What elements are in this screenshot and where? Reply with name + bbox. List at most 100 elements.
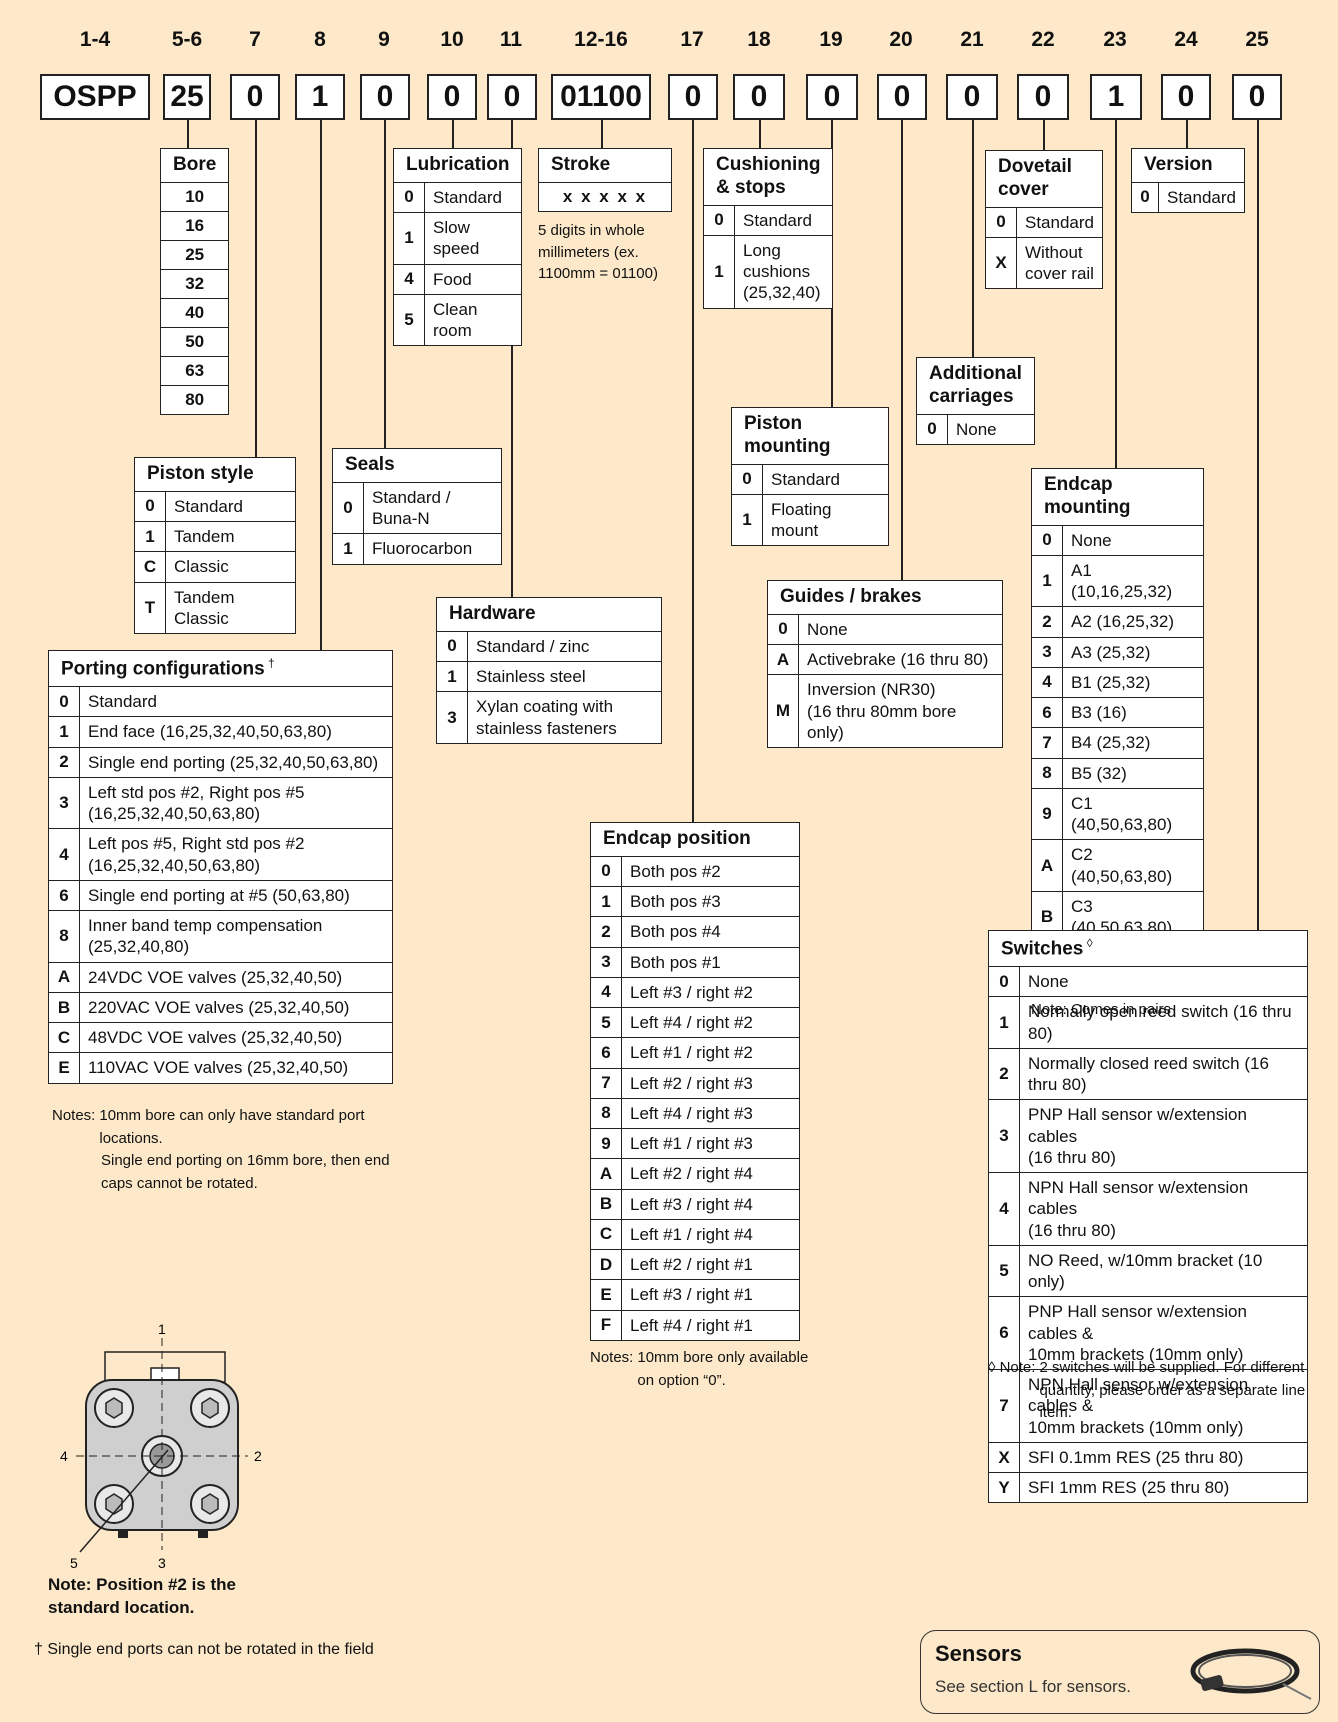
option-code: 6 bbox=[590, 1037, 622, 1069]
code-box: 0 bbox=[487, 74, 537, 120]
option-code: E bbox=[590, 1279, 622, 1311]
option-description: C1 (40,50,63,80) bbox=[1062, 787, 1204, 841]
option-code: 0 bbox=[916, 413, 948, 445]
option-code: 3 bbox=[1031, 636, 1063, 668]
option-description: 220VAC VOE valves (25,32,40,50) bbox=[79, 991, 393, 1024]
position-header: 5-6 bbox=[171, 28, 203, 51]
option-description: Left #3 / right #2 bbox=[621, 976, 800, 1009]
option-description: Fluorocarbon bbox=[363, 533, 502, 565]
option-description: Left #3 / right #1 bbox=[621, 1279, 800, 1311]
option-description: Stainless steel bbox=[467, 661, 662, 693]
option-code: 2 bbox=[48, 746, 80, 778]
option-code: 4 bbox=[393, 263, 425, 295]
sensor-cable-icon bbox=[1190, 1648, 1312, 1700]
option-code: 2 bbox=[988, 1047, 1020, 1101]
option-description: Left #4 / right #2 bbox=[621, 1007, 800, 1039]
option-description: None bbox=[947, 413, 1035, 445]
option-description: NPN Hall sensor w/extension cables(16 th… bbox=[1019, 1172, 1308, 1246]
code-box: 0 bbox=[1017, 74, 1069, 120]
option-code: 3 bbox=[48, 776, 80, 830]
option-description: Inversion (NR30)(16 thru 80mm bore only) bbox=[798, 674, 1003, 749]
bore-value: 50 bbox=[159, 326, 230, 357]
table-title: Cushioning& stops bbox=[702, 148, 834, 206]
footnote: † Single end ports can not be rotated in… bbox=[34, 1641, 374, 1658]
option-code: Y bbox=[988, 1472, 1020, 1504]
title-mark: † bbox=[264, 656, 275, 670]
option-code: M bbox=[767, 674, 799, 749]
label-3: 3 bbox=[158, 1555, 166, 1570]
position-header: 18 bbox=[747, 28, 771, 51]
position-header: 23 bbox=[1103, 28, 1127, 51]
option-code: 6 bbox=[988, 1296, 1020, 1371]
option-description: NO Reed, w/10mm bracket (10 only) bbox=[1019, 1244, 1308, 1298]
position-header: 24 bbox=[1174, 28, 1198, 51]
code-box: 0 bbox=[230, 74, 280, 120]
option-code: B bbox=[590, 1188, 622, 1220]
position-header: 21 bbox=[960, 28, 984, 51]
code-box: 0 bbox=[1161, 74, 1211, 120]
code-box: 01100 bbox=[551, 74, 651, 120]
code-box: 0 bbox=[427, 74, 477, 120]
table-title: Guides / brakes bbox=[767, 580, 1003, 615]
option-description: B3 (16) bbox=[1062, 697, 1204, 729]
option-code: 4 bbox=[988, 1172, 1020, 1246]
table-title: Hardware bbox=[436, 597, 662, 632]
option-description: Floating mount bbox=[762, 493, 889, 547]
position-header: 12-16 bbox=[574, 28, 628, 51]
option-description: Standard bbox=[79, 686, 393, 718]
option-description: A2 (16,25,32) bbox=[1062, 606, 1204, 638]
endcap-position-notes: Notes: 10mm bore only available on optio… bbox=[590, 1347, 810, 1392]
option-description: Left #4 / right #3 bbox=[621, 1097, 800, 1130]
switches-note-text: 2 switches will be supplied. For differe… bbox=[1039, 1359, 1306, 1421]
sensors-text: See section L for sensors. bbox=[935, 1677, 1131, 1696]
code-box: OSPP bbox=[40, 74, 150, 120]
option-code: 1 bbox=[134, 521, 166, 553]
stroke-block: Stroke x x x x x 5 digits in whole milli… bbox=[538, 148, 672, 285]
option-description: 24VDC VOE valves (25,32,40,50) bbox=[79, 961, 393, 993]
option-code: C bbox=[590, 1218, 622, 1251]
option-description: 48VDC VOE valves (25,32,40,50) bbox=[79, 1022, 393, 1054]
option-code: A bbox=[48, 961, 80, 993]
option-code: 0 bbox=[332, 481, 364, 535]
option-code: 0 bbox=[134, 490, 166, 523]
option-description: None bbox=[1019, 966, 1308, 998]
option-code: 1 bbox=[393, 212, 425, 265]
code-box: 0 bbox=[877, 74, 927, 120]
table-title: Switches ◊ bbox=[988, 929, 1308, 968]
option-code: 5 bbox=[393, 293, 425, 347]
code-box: 0 bbox=[1232, 74, 1282, 120]
stroke-value: x x x x x bbox=[538, 181, 672, 212]
option-code: 0 bbox=[1031, 524, 1063, 556]
option-description: Both pos #3 bbox=[621, 886, 800, 918]
option-description: None bbox=[798, 613, 1003, 646]
option-code: F bbox=[590, 1309, 622, 1341]
option-code: 0 bbox=[985, 206, 1017, 238]
option-description: Left #1 / right #3 bbox=[621, 1128, 800, 1160]
